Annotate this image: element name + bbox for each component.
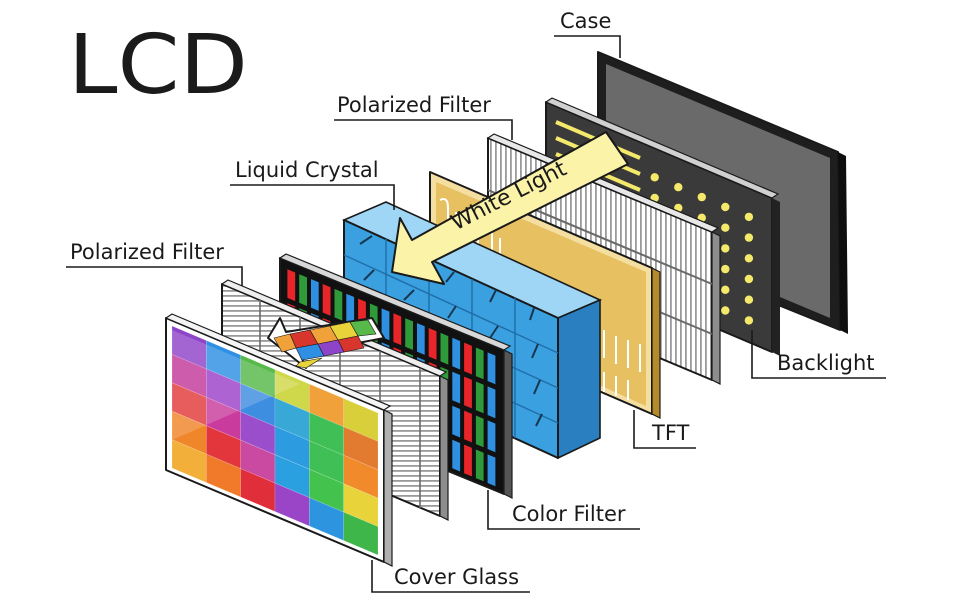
cover-glass-pixels <box>171 325 379 556</box>
color-filter-subpixel <box>287 269 296 302</box>
color-filter-subpixel <box>381 308 390 341</box>
colored-light-arrow-cell <box>273 333 297 353</box>
backlight-led <box>721 244 730 253</box>
color-filter-subpixel <box>452 337 461 370</box>
label-liquid-crystal: Liquid Crystal <box>230 158 395 210</box>
color-filter-subpixel <box>464 410 472 443</box>
label-liquid-crystal-text: Liquid Crystal <box>235 158 379 182</box>
color-filter-subpixel <box>299 274 307 306</box>
color-filter-subpixel <box>487 386 496 419</box>
color-filter-subpixel <box>487 420 496 453</box>
backlight-led <box>744 212 754 222</box>
backlight-led <box>744 274 754 284</box>
color-filter-subpixel <box>487 352 496 385</box>
backlight-led <box>721 306 730 315</box>
color-filter-subpixel <box>322 284 331 316</box>
cover-glass-pixel <box>343 511 379 556</box>
colored-light-arrow-cell <box>337 335 365 353</box>
backlight-led <box>721 223 730 232</box>
colored-light-arrow-cell <box>295 357 323 369</box>
backlight-led <box>697 192 706 202</box>
color-filter-subpixel <box>475 415 484 448</box>
color-filter-subpixel <box>417 323 425 355</box>
backlight-led <box>674 183 683 192</box>
label-case: Case <box>554 9 621 58</box>
color-filter-subpixel <box>311 279 319 311</box>
backlight-led <box>721 285 730 294</box>
label-cover-glass: Cover Glass <box>371 560 530 593</box>
color-filter-subpixel <box>346 293 355 326</box>
label-tft-text: TFT <box>651 421 690 445</box>
color-filter-subpixel <box>475 347 484 380</box>
backlight-led <box>744 295 754 304</box>
backlight-led <box>744 233 754 242</box>
label-backlight: Backlight <box>751 330 886 379</box>
color-filter-subpixel <box>393 313 402 346</box>
color-filter-subpixel <box>475 381 484 414</box>
label-polarized-filter-front: Polarized Filter <box>66 240 243 286</box>
colored-light-arrow-cell <box>349 319 377 337</box>
color-filter-subpixel <box>440 332 449 365</box>
color-filter-subpixel <box>452 371 461 404</box>
label-polarized-filter-back-text: Polarized Filter <box>337 93 491 117</box>
colored-light-arrow-cells <box>273 319 377 369</box>
color-filter-subpixel <box>452 405 461 438</box>
label-polarized-filter-front-text: Polarized Filter <box>70 240 224 264</box>
colored-light-arrow <box>267 317 385 369</box>
label-color-filter: Color Filter <box>487 490 640 530</box>
label-tft: TFT <box>633 410 696 449</box>
color-filter-subpixel <box>464 342 472 375</box>
color-filter-subpixel <box>464 376 472 409</box>
color-filter-subpixel <box>428 328 437 360</box>
color-filter-subpixel <box>475 449 484 482</box>
label-case-text: Case <box>560 9 611 33</box>
color-filter-subpixel <box>405 318 413 350</box>
backlight-led <box>721 264 730 274</box>
color-filter-subpixel <box>464 444 472 477</box>
backlight-led <box>744 316 754 325</box>
backlight-led <box>721 202 730 212</box>
backlight-led <box>744 254 754 263</box>
label-cover-glass-text: Cover Glass <box>394 565 519 589</box>
backlight-led <box>650 173 659 182</box>
diagram-title: LCD <box>68 18 248 113</box>
cover-glass-layer <box>164 313 393 567</box>
label-color-filter-text: Color Filter <box>512 502 626 526</box>
color-filter-subpixel <box>452 439 461 472</box>
label-polarized-filter-back: Polarized Filter <box>334 93 513 140</box>
label-backlight-text: Backlight <box>777 351 875 375</box>
color-filter-subpixel <box>334 288 343 321</box>
color-filter-subpixel <box>487 454 496 487</box>
